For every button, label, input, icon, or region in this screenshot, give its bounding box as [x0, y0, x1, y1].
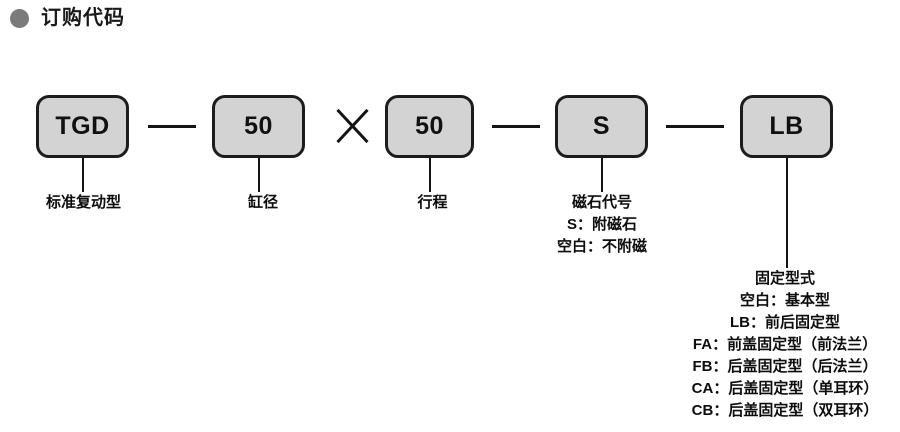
code-box-mount[interactable]: LB	[740, 95, 833, 158]
caption-mount-line-7: CB：后盖固定型（双耳环）	[691, 402, 879, 419]
caption-mount-line-6: CA：后盖固定型（单耳环）	[691, 380, 879, 397]
page-title: 订购代码	[0, 0, 400, 36]
caption-mount: 固定型式 空白：基本型 LB：前后固定型 FA：前盖固定型（前法兰） FB：后盖…	[640, 268, 900, 422]
caption-mount-line-1: 固定型式	[754, 270, 815, 287]
drop-line-magnet	[601, 158, 603, 192]
caption-mount-line-2: 空白：基本型	[739, 292, 830, 309]
caption-mount-line-4: FA：前盖固定型（前法兰）	[692, 336, 878, 353]
drop-line-bore	[258, 158, 260, 192]
drop-line-series	[82, 158, 84, 192]
connector-stroke-magnet	[492, 125, 540, 128]
caption-stroke: 行程	[355, 192, 510, 214]
caption-series-line-1: 标准复动型	[45, 194, 121, 211]
connector-series-bore	[148, 125, 196, 128]
code-box-series[interactable]: TGD	[36, 95, 129, 158]
caption-bore: 缸径	[183, 192, 343, 214]
caption-magnet: 磁石代号 S：附磁石 空白：不附磁	[512, 192, 692, 258]
caption-stroke-line-1: 行程	[417, 194, 448, 211]
drop-line-stroke	[429, 158, 431, 192]
code-box-magnet-label: S	[592, 112, 611, 140]
caption-magnet-line-2: S：附磁石	[566, 216, 637, 233]
multiply-icon	[330, 104, 372, 148]
caption-bore-line-1: 缸径	[247, 194, 278, 211]
caption-series: 标准复动型	[0, 192, 167, 214]
caption-magnet-line-3: 空白：不附磁	[556, 238, 647, 255]
code-box-stroke-label: 50	[415, 112, 444, 140]
page-title-label: 订购代码	[41, 7, 125, 29]
caption-mount-line-5: FB：后盖固定型（后法兰）	[692, 358, 878, 375]
drop-line-mount	[786, 158, 788, 268]
code-box-bore[interactable]: 50	[212, 95, 305, 158]
code-box-mount-label: LB	[769, 112, 804, 140]
bullet-icon	[10, 8, 29, 28]
code-box-series-label: TGD	[55, 112, 110, 140]
connector-magnet-mount	[666, 125, 724, 128]
code-box-stroke[interactable]: 50	[385, 95, 474, 158]
caption-mount-line-3: LB：前后固定型	[730, 314, 840, 331]
code-box-bore-label: 50	[244, 112, 273, 140]
caption-magnet-line-1: 磁石代号	[571, 194, 632, 211]
code-box-magnet[interactable]: S	[555, 95, 648, 158]
